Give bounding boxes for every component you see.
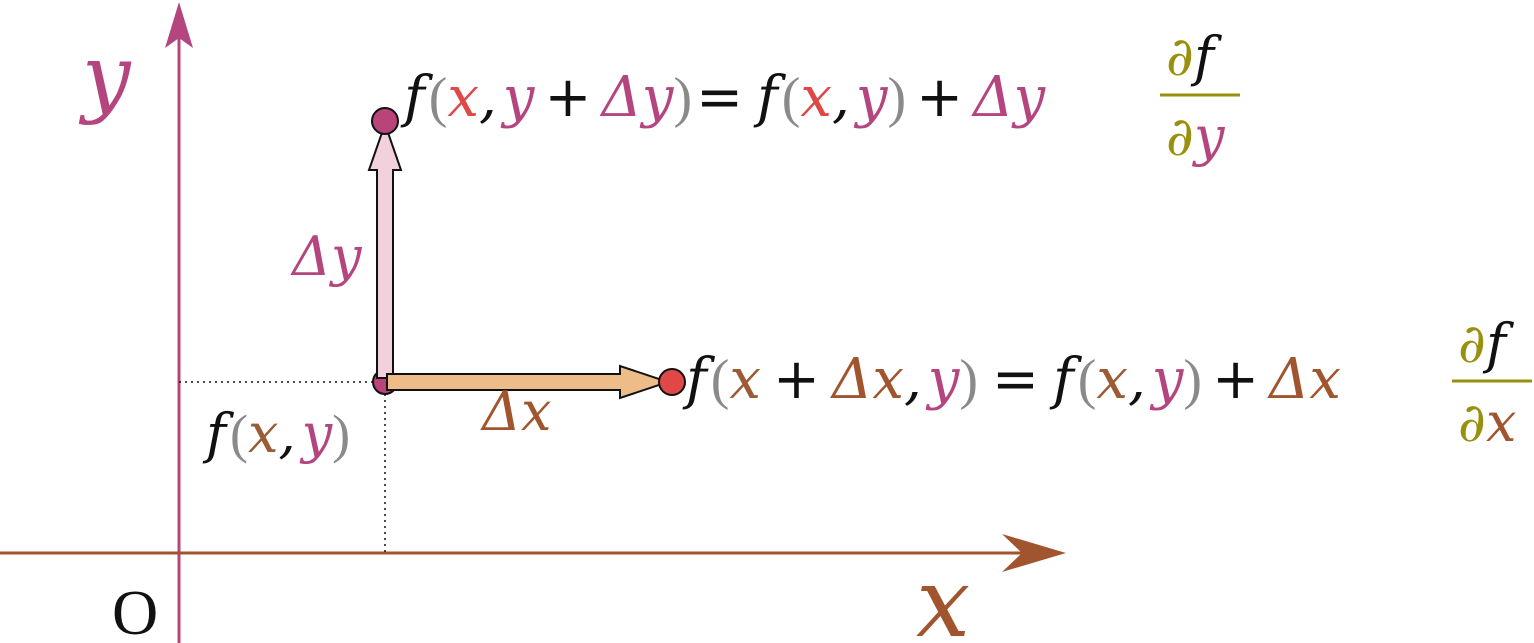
right-partial-fraction: ∂f ∂x — [1452, 312, 1532, 454]
top-formula: f(x,y+Δy)=f(x,y)+Δy — [400, 65, 1046, 130]
x-axis-label: x — [916, 547, 970, 643]
origin-label: O — [112, 577, 158, 643]
right-point — [658, 368, 686, 396]
delta-y-arrow — [367, 120, 403, 379]
delta-x-arrow — [386, 364, 672, 400]
right-fraction-denominator: ∂x — [1458, 391, 1516, 454]
delta-y-label: Δy — [290, 225, 363, 288]
x-axis-arrowhead — [1002, 534, 1066, 572]
right-fraction-numerator: ∂f — [1458, 312, 1514, 375]
y-axis-arrowhead — [165, 2, 193, 48]
x-axis — [0, 534, 1066, 572]
top-fraction-denominator: ∂y — [1166, 105, 1226, 168]
top-partial-fraction: ∂f ∂y — [1160, 25, 1240, 168]
base-formula: f(x,y) — [202, 402, 350, 465]
delta-x-label: Δx — [480, 380, 551, 443]
right-formula: f(x+Δx,y)=f(x,y)+Δx — [682, 347, 1341, 412]
top-fraction-numerator: ∂f — [1166, 25, 1222, 88]
y-axis-label: y — [78, 27, 132, 127]
top-point — [371, 107, 399, 135]
y-axis — [165, 2, 193, 643]
